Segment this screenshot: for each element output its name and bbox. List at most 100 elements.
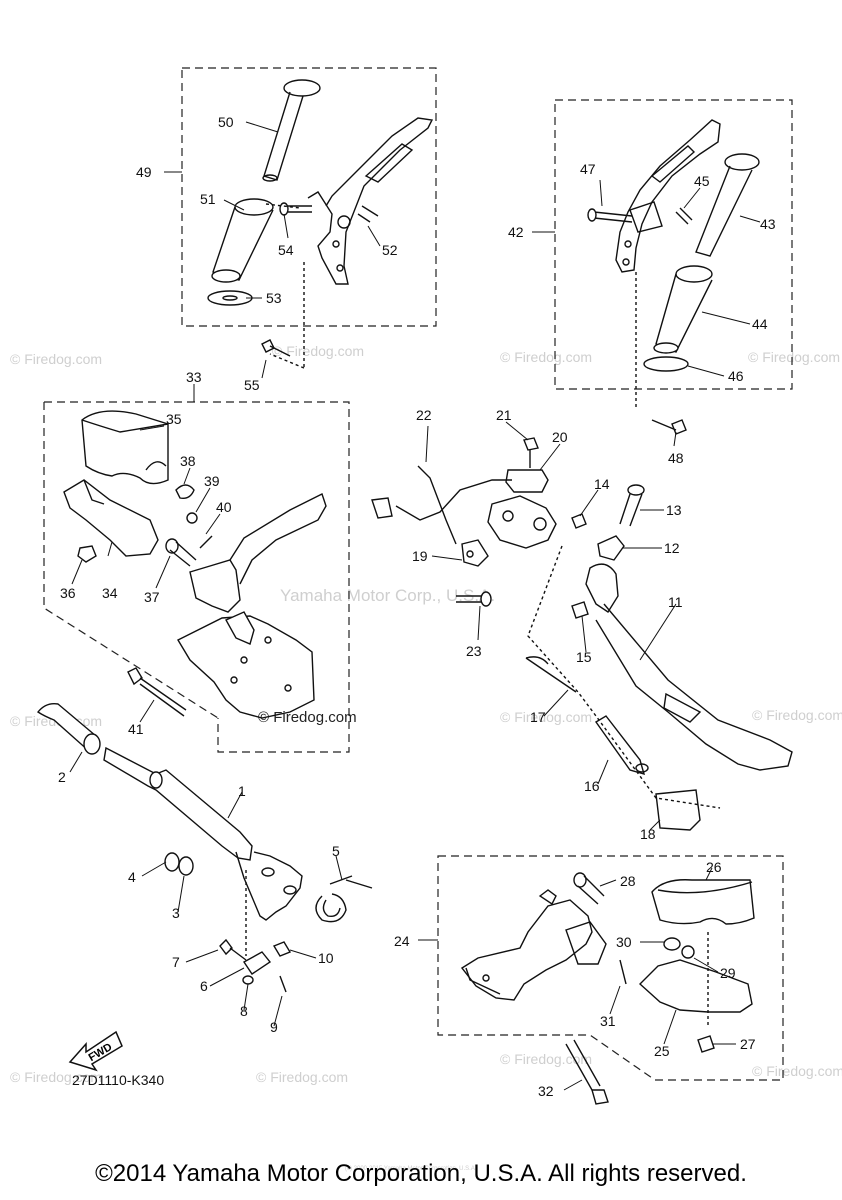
svg-text:17: 17 bbox=[530, 709, 546, 725]
callout-14[interactable]: 14 bbox=[594, 476, 610, 492]
callout-2[interactable]: 2 bbox=[58, 769, 66, 785]
callout-55[interactable]: 55 bbox=[244, 377, 260, 393]
callout-19[interactable]: 19 bbox=[412, 548, 428, 564]
callout-38[interactable]: 38 bbox=[180, 453, 196, 469]
watermark-text: © Firedog.com bbox=[256, 1069, 348, 1085]
callout-28[interactable]: 28 bbox=[620, 873, 636, 889]
callout-45[interactable]: 45 bbox=[694, 173, 710, 189]
footrest-assembly-42 bbox=[587, 119, 760, 435]
callout-1[interactable]: 1 bbox=[238, 783, 246, 799]
frame-24 bbox=[437, 855, 784, 1081]
callout-37[interactable]: 37 bbox=[144, 589, 160, 605]
svg-text:38: 38 bbox=[180, 453, 196, 469]
callout-31[interactable]: 31 bbox=[600, 1013, 616, 1029]
svg-text:39: 39 bbox=[204, 473, 220, 489]
callout-26[interactable]: 26 bbox=[706, 859, 722, 875]
callout-36[interactable]: 36 bbox=[60, 585, 76, 601]
svg-text:48: 48 bbox=[668, 450, 684, 466]
callout-21[interactable]: 21 bbox=[496, 407, 512, 423]
callout-47[interactable]: 47 bbox=[580, 161, 596, 177]
callout-51[interactable]: 51 bbox=[200, 191, 216, 207]
inline-watermark: © Firedog.com bbox=[258, 709, 357, 726]
svg-text:20: 20 bbox=[552, 429, 568, 445]
svg-text:18: 18 bbox=[640, 826, 656, 842]
callout-39[interactable]: 39 bbox=[204, 473, 220, 489]
callout-42[interactable]: 42 bbox=[508, 224, 524, 240]
callout-54[interactable]: 54 bbox=[278, 242, 294, 258]
callout-10[interactable]: 10 bbox=[318, 950, 334, 966]
callout-7[interactable]: 7 bbox=[172, 954, 180, 970]
callout-30[interactable]: 30 bbox=[616, 934, 632, 950]
callout-53[interactable]: 53 bbox=[266, 290, 282, 306]
svg-text:35: 35 bbox=[166, 411, 182, 427]
sidestand-assembly bbox=[371, 437, 793, 831]
callout-40[interactable]: 40 bbox=[216, 499, 232, 515]
callout-23[interactable]: 23 bbox=[466, 643, 482, 659]
diagram-code: 27D1110-K340 bbox=[72, 1072, 165, 1088]
callout-46[interactable]: 46 bbox=[728, 368, 744, 384]
callout-22[interactable]: 22 bbox=[416, 407, 432, 423]
callout-15[interactable]: 15 bbox=[576, 649, 592, 665]
svg-text:49: 49 bbox=[136, 164, 152, 180]
svg-text:40: 40 bbox=[216, 499, 232, 515]
callout-33[interactable]: 33 bbox=[186, 369, 202, 385]
frame-49 bbox=[181, 67, 437, 327]
callout-4[interactable]: 4 bbox=[128, 869, 136, 885]
center-watermark: Yamaha Motor Corp., U.S.A. bbox=[280, 586, 495, 605]
svg-text:14: 14 bbox=[594, 476, 610, 492]
watermark-text: © Firedog.com bbox=[10, 1069, 102, 1085]
svg-text:9: 9 bbox=[270, 1019, 278, 1035]
callout-25[interactable]: 25 bbox=[654, 1043, 670, 1059]
callout-32[interactable]: 32 bbox=[538, 1083, 554, 1099]
callout-6[interactable]: 6 bbox=[200, 978, 208, 994]
svg-text:23: 23 bbox=[466, 643, 482, 659]
svg-text:50: 50 bbox=[218, 114, 234, 130]
svg-text:46: 46 bbox=[728, 368, 744, 384]
callout-18[interactable]: 18 bbox=[640, 826, 656, 842]
callout-24[interactable]: 24 bbox=[394, 933, 410, 949]
callout-50[interactable]: 50 bbox=[218, 114, 234, 130]
svg-text:37: 37 bbox=[144, 589, 160, 605]
callout-9[interactable]: 9 bbox=[270, 1019, 278, 1035]
watermark-text: © Firedog.com bbox=[10, 351, 102, 367]
callout-3[interactable]: 3 bbox=[172, 905, 180, 921]
svg-text:10: 10 bbox=[318, 950, 334, 966]
callout-41[interactable]: 41 bbox=[128, 721, 144, 737]
svg-text:5: 5 bbox=[332, 843, 340, 859]
copyright-footer: ©2014 Yamaha Motor Corporation, U.S.A. A… bbox=[95, 1160, 747, 1187]
svg-text:55: 55 bbox=[244, 377, 260, 393]
callout-8[interactable]: 8 bbox=[240, 1003, 248, 1019]
callout-35[interactable]: 35 bbox=[166, 411, 182, 427]
callout-20[interactable]: 20 bbox=[552, 429, 568, 445]
callout-11[interactable]: 11 bbox=[668, 594, 683, 610]
svg-text:34: 34 bbox=[102, 585, 118, 601]
callout-44[interactable]: 44 bbox=[752, 316, 768, 332]
callout-16[interactable]: 16 bbox=[584, 778, 600, 794]
callout-17[interactable]: 17 bbox=[530, 709, 546, 725]
callout-13[interactable]: 13 bbox=[666, 502, 682, 518]
callout-29[interactable]: 29 bbox=[720, 965, 736, 981]
svg-text:41: 41 bbox=[128, 721, 144, 737]
svg-text:8: 8 bbox=[240, 1003, 248, 1019]
callout-27[interactable]: 27 bbox=[740, 1036, 756, 1052]
callout-5[interactable]: 5 bbox=[332, 843, 340, 859]
svg-text:33: 33 bbox=[186, 369, 202, 385]
callout-52[interactable]: 52 bbox=[382, 242, 398, 258]
svg-text:36: 36 bbox=[60, 585, 76, 601]
svg-text:1: 1 bbox=[238, 783, 246, 799]
footrest-assembly-49 bbox=[207, 79, 434, 369]
svg-text:24: 24 bbox=[394, 933, 410, 949]
callouts: 50 49 51 54 52 53 55 47 45 42 43 44 46 4… bbox=[58, 114, 776, 1099]
callout-12[interactable]: 12 bbox=[664, 540, 680, 556]
svg-text:11: 11 bbox=[668, 594, 683, 610]
callout-43[interactable]: 43 bbox=[760, 216, 776, 232]
callout-34[interactable]: 34 bbox=[102, 585, 118, 601]
svg-text:29: 29 bbox=[720, 965, 736, 981]
svg-text:27: 27 bbox=[740, 1036, 756, 1052]
svg-text:13: 13 bbox=[666, 502, 682, 518]
svg-text:2: 2 bbox=[58, 769, 66, 785]
callout-48[interactable]: 48 bbox=[668, 450, 684, 466]
callout-49[interactable]: 49 bbox=[136, 164, 152, 180]
svg-text:22: 22 bbox=[416, 407, 432, 423]
